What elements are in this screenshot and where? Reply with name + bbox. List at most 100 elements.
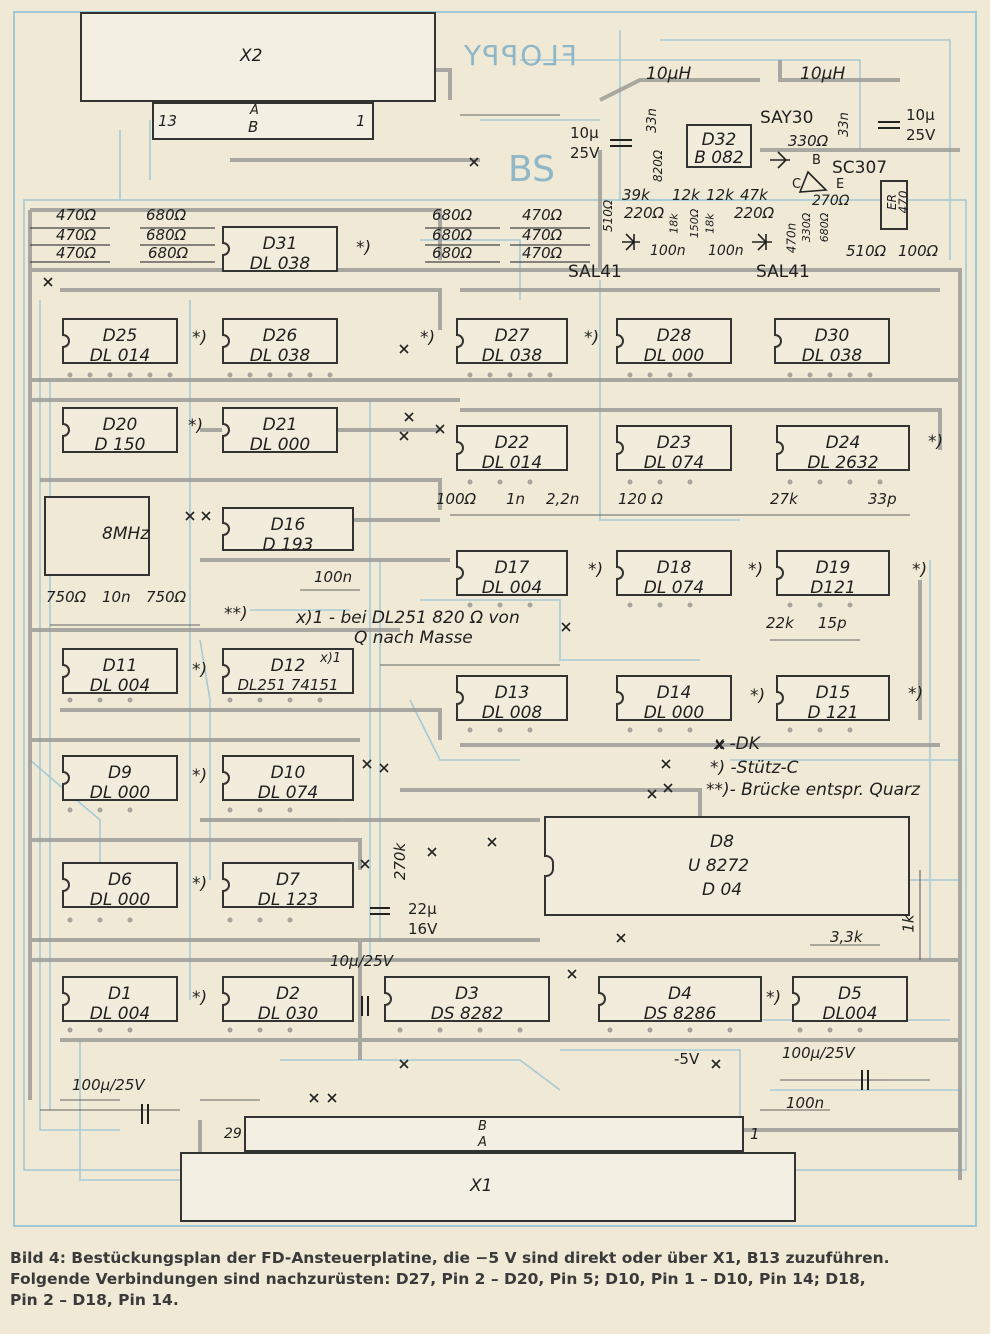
capacitor-label: 33p [868,490,897,508]
stuetz-c-mark: *) [748,560,764,580]
resistor-label: 150Ω [688,208,702,239]
resistor-label: 330Ω [800,212,814,243]
chip-name: D15 [815,683,851,703]
resistor-label: 12k [672,186,700,204]
resistor-label: 3,3k [830,928,863,946]
connector-x2-row-a: A [250,103,259,118]
chip-name: D19 [815,558,851,578]
stuetz-c-mark: *) [192,766,208,786]
chip-notch [776,691,784,705]
capacitor-label: 100n [314,568,353,586]
chip-type: DL 000 [643,346,705,366]
resistor-label: 470Ω [56,226,97,244]
capacitor-label: 100n [650,243,686,259]
chip-notch [222,664,230,678]
chip-d8: D8 U 8272 D 04 [544,816,910,916]
capacitor-label: 1n [506,490,526,508]
chip-notch [616,334,624,348]
resistor-label: 510Ω [601,199,616,233]
chip-name: D32 [701,130,737,150]
chip-type: B 082 [694,148,744,168]
diode-label: SAL41 [568,262,622,282]
chip-notch [222,771,230,785]
chip-type: DL 000 [249,435,311,455]
voltage-label: 25V [570,144,600,162]
connector-x1: X1 [180,1152,796,1222]
chip-name: D12 [270,656,306,676]
chip-type: DL 000 [89,890,151,910]
chip-type: DL 038 [801,346,863,366]
stuetz-c-mark: *) [908,684,924,704]
chip-name: D20 [102,415,138,435]
resistor-label: 47k [740,186,768,204]
chip-name: D10 [270,763,306,783]
chip-type: DL 014 [89,346,151,366]
voltage-label: 16V [408,920,438,938]
stuetz-c-mark: *) [584,328,600,348]
capacitor-label: 22µ [408,900,437,918]
chip-type: DL 038 [249,254,311,274]
dl251-note: x)1 - bei DL251 820 Ω von [296,608,520,628]
caption-line: Pin 2 – D18, Pin 14. [10,1291,179,1309]
resistor-label: 470 [896,190,911,214]
stuetz-c-mark: *) [192,660,208,680]
chip-notch [62,771,70,785]
resistor-label: 750Ω [146,588,187,606]
resistor-label: 39k [622,186,650,204]
connector-x1-pin-right: 1 [750,1125,760,1143]
transistor-label: SC307 [832,158,888,178]
resistor-label: 680Ω [818,212,832,243]
capacitor-label: 10n [102,588,131,606]
resistor-label: 680Ω [432,226,473,244]
chip-notch [62,334,70,348]
chip-notch [616,566,624,580]
stuetz-c-mark: *) [192,328,208,348]
chip-name: D28 [656,326,692,346]
chip-name: D21 [262,415,298,435]
chip-name: D1 [108,984,132,1004]
chip-type: DL 004 [89,1004,151,1024]
chip-type: DL 030 [257,1004,319,1024]
chip-type: DL 004 [89,676,151,696]
chip-name: D3 [455,984,479,1004]
transistor-pin-c: C [792,177,802,192]
chip-name: D27 [494,326,530,346]
chip-notch [456,334,464,348]
chip-name: D17 [494,558,530,578]
d12-note-mark: x)1 [320,651,342,666]
connector-x2-pinstrip: 13 1 A B [152,102,374,140]
capacitor-label: 15p [818,614,847,632]
legend-bruecke: **)- Brücke entspr. Quarz [706,780,920,800]
capacitor-label: 470n [784,222,799,254]
resistor-label: 220Ω [734,204,775,222]
connector-x1-row-a: A [478,1135,487,1150]
chip-type: DL 014 [481,453,543,473]
chip-type: D 150 [94,435,146,455]
chip-type: DL 074 [643,578,705,598]
chip-notch [62,992,70,1006]
chip-type: DL 123 [257,890,319,910]
resistor-label: 680Ω [432,244,473,262]
resistor-label: 680Ω [146,206,187,224]
chip-notch [456,566,464,580]
